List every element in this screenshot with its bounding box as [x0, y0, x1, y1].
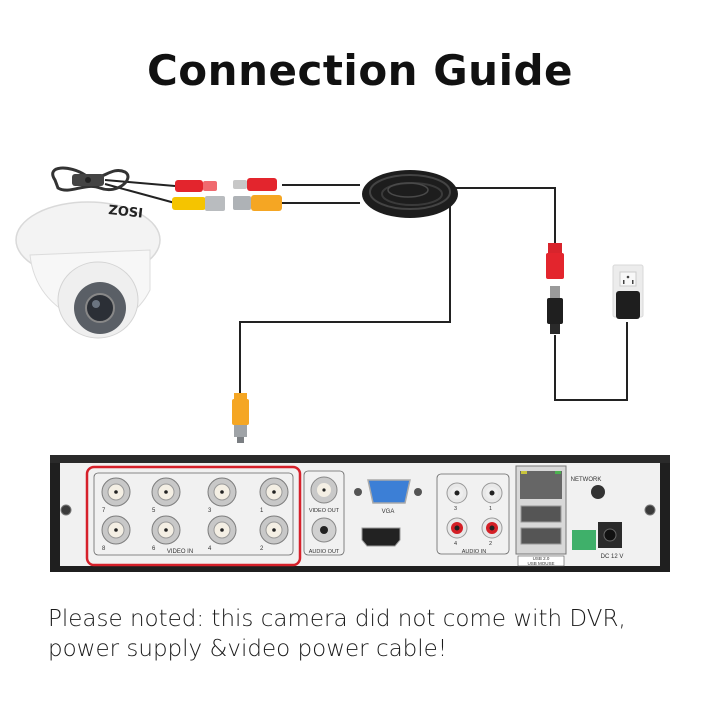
video-in-port-1: 1: [259, 477, 289, 514]
video-in-port-label: 1: [260, 508, 264, 514]
video-in-port-label: 5: [152, 508, 156, 514]
video-in-highlight: [85, 465, 302, 567]
dvr-back-panel: 7 5 3 1 8 6 4 2 VIDEO IN VIDEO OUT AUDIO OUT VG…: [50, 455, 670, 572]
video-out-label: VIDEO OUT: [309, 508, 340, 514]
camera-brand: ZOSI: [108, 203, 144, 222]
video-in-port-2: 2: [259, 515, 289, 552]
camera-pigtail-wire-a: [104, 179, 176, 187]
ground-terminal: [591, 485, 605, 499]
usb-port-2: [520, 527, 562, 545]
audio-in-port-label: 4: [454, 541, 457, 547]
video-in-port-label: 3: [208, 508, 212, 514]
dc-female-connector: [546, 243, 564, 279]
video-wire-to-dvr: [239, 195, 451, 395]
screw-right-icon: [644, 504, 656, 516]
hdmi-port: [361, 527, 401, 547]
rs485-terminal: [572, 530, 596, 550]
video-in-port-5: 5: [151, 477, 181, 514]
video-in-port-8: 8: [101, 515, 131, 552]
video-in-port-label: 2: [260, 546, 264, 552]
power-wire-top: [455, 187, 556, 245]
usb-mouse-label: USB MOUSE: [527, 561, 554, 566]
audio-in-port-label: 2: [489, 541, 492, 547]
power-wire-bottom: [554, 322, 628, 401]
screw-left-icon: [60, 504, 72, 516]
network-label: NETWORK: [571, 477, 602, 483]
wiring: [104, 179, 628, 401]
video-in-port-7: 7: [101, 477, 131, 514]
video-in-port-label: 8: [102, 546, 106, 552]
usb-label: USB 2.0: [533, 556, 550, 561]
video-in-port-3: 3: [207, 477, 237, 514]
power-adapter: [612, 264, 644, 319]
audio-in-label: AUDIO IN: [462, 549, 486, 555]
audio-in-port-label: 1: [489, 506, 492, 512]
video-in-port-4: 4: [207, 515, 237, 552]
audio-in-port-1: 1: [481, 482, 503, 512]
camera-video-connector: [172, 196, 225, 211]
audio-in-port-3: 3: [446, 482, 468, 512]
usb-port-1: [520, 505, 562, 523]
page-title: Connection Guide: [146, 46, 574, 95]
bnc-plug-to-dvr: [232, 393, 249, 443]
dc-label: DC 12 V: [601, 554, 624, 560]
extension-power-plug: [233, 178, 277, 191]
audio-in-port-label: 3: [454, 506, 457, 512]
dc-plug-connector: [547, 286, 563, 334]
vga-label: VGA: [382, 509, 395, 515]
audio-in-port-2: 2: [481, 517, 503, 547]
video-in-label: VIDEO IN: [167, 549, 193, 555]
audio-in-port-4: 4: [446, 517, 468, 547]
video-in-port-label: 6: [152, 546, 156, 552]
camera-lens: [85, 293, 115, 323]
vga-port: [367, 479, 411, 504]
camera-power-connector: [175, 180, 217, 192]
coiled-cable: [362, 170, 458, 218]
video-in-port-label: 4: [208, 546, 212, 552]
audio-out-label: AUDIO OUT: [309, 549, 340, 555]
extension-bnc-connector: [233, 195, 282, 211]
disclaimer-note: Please noted: this camera did not come w…: [48, 606, 626, 662]
video-in-port-6: 6: [151, 515, 181, 552]
video-in-port-label: 7: [102, 508, 106, 514]
network-port: [520, 471, 562, 499]
dome-camera: ZOSI: [15, 201, 161, 339]
camera-pigtail: [51, 166, 130, 192]
camera-pigtail-wire-b: [104, 183, 176, 204]
